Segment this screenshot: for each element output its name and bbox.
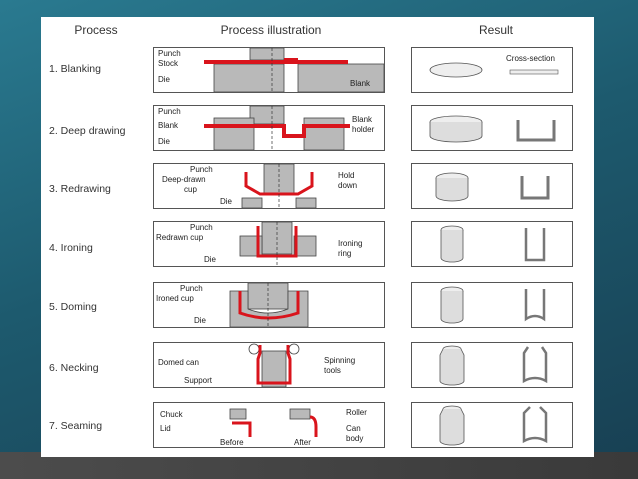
deep-drawing-result: [429, 115, 556, 143]
result-ironing: [411, 221, 573, 267]
label-tools: tools: [324, 366, 341, 375]
necking-result: [439, 345, 548, 386]
process-doming: 5. Doming: [49, 301, 97, 313]
seaming-diagram: Chuck Lid Before After Roller Can body: [160, 408, 367, 447]
illustration-ironing: Punch Redrawn cup Die Ironing ring: [153, 221, 385, 267]
label-after: After: [294, 438, 311, 447]
result-redrawing: [411, 163, 573, 209]
label-die: Die: [220, 197, 233, 206]
result-doming: [411, 282, 573, 328]
label-cup: cup: [184, 185, 197, 194]
process-redrawing: 3. Redrawing: [49, 183, 111, 195]
label-down: down: [338, 181, 357, 190]
necking-diagram: Domed can Support Spinning tools: [158, 343, 355, 387]
label-lid: Lid: [160, 424, 171, 433]
label-blank: Blank: [350, 79, 371, 88]
label-stock: Stock: [158, 59, 179, 68]
label-before: Before: [220, 438, 244, 447]
process-seaming: 7. Seaming: [49, 420, 103, 432]
deep-drawing-diagram: Punch Blank Die Blank holder: [158, 106, 375, 150]
label-punch: Punch: [158, 49, 181, 58]
illustration-doming: Punch Ironed cup Die: [153, 282, 385, 328]
label-domed-can: Domed can: [158, 358, 199, 367]
process-blanking: 1. Blanking: [49, 63, 101, 75]
figure-panel: Process Process illustration Result 1. B…: [41, 17, 594, 457]
result-necking: [411, 342, 573, 388]
ironing-result: [440, 225, 546, 263]
result-blanking: Cross-section: [411, 47, 573, 93]
doming-result: [440, 286, 546, 324]
label-ironing: Ironing: [338, 239, 362, 248]
label-die: Die: [204, 255, 217, 264]
label-chuck: Chuck: [160, 410, 184, 419]
label-can: Can: [346, 424, 361, 433]
blanking-diagram: Punch Stock Die Blank: [158, 48, 384, 92]
label-punch: Punch: [158, 107, 181, 116]
illustration-necking: Domed can Support Spinning tools: [153, 342, 385, 388]
blanking-result: Cross-section: [429, 54, 559, 78]
illustration-redrawing: Punch Deep-drawn cup Die Hold down: [153, 163, 385, 209]
label-spinning: Spinning: [324, 356, 355, 365]
label-body: body: [346, 434, 363, 443]
label-support: Support: [184, 376, 213, 385]
header-illustration: Process illustration: [220, 23, 322, 37]
label-punch: Punch: [180, 284, 203, 293]
label-die: Die: [194, 316, 207, 325]
label-redrawn-cup: Redrawn cup: [156, 233, 204, 242]
seaming-result: [439, 405, 548, 446]
label-holder: holder: [352, 125, 375, 134]
label-deep-drawn: Deep-drawn: [162, 175, 206, 184]
label-die: Die: [158, 75, 171, 84]
redrawing-result: [435, 172, 550, 202]
process-necking: 6. Necking: [49, 362, 99, 374]
header-result: Result: [478, 23, 513, 37]
illustration-deep-drawing: Punch Blank Die Blank holder: [153, 105, 385, 151]
process-ironing: 4. Ironing: [49, 242, 93, 254]
label-punch: Punch: [190, 223, 213, 232]
label-roller: Roller: [346, 408, 367, 417]
label-ring: ring: [338, 249, 351, 258]
label-die: Die: [158, 137, 171, 146]
process-deep-drawing: 2. Deep drawing: [49, 125, 126, 137]
label-cross-section: Cross-section: [506, 54, 555, 63]
illustration-blanking: Punch Stock Die Blank: [153, 47, 385, 93]
result-seaming: [411, 402, 573, 448]
label-blank-holder: Blank: [352, 115, 373, 124]
label-hold: Hold: [338, 171, 354, 180]
label-ironed-cup: Ironed cup: [156, 294, 194, 303]
illustration-seaming: Chuck Lid Before After Roller Can body: [153, 402, 385, 448]
ironing-diagram: Punch Redrawn cup Die Ironing ring: [156, 222, 362, 266]
redrawing-diagram: Punch Deep-drawn cup Die Hold down: [162, 164, 357, 208]
label-punch: Punch: [190, 165, 213, 174]
result-deep-drawing: [411, 105, 573, 151]
doming-diagram: Punch Ironed cup Die: [156, 283, 309, 327]
header-process: Process: [74, 23, 118, 37]
label-blank: Blank: [158, 121, 179, 130]
